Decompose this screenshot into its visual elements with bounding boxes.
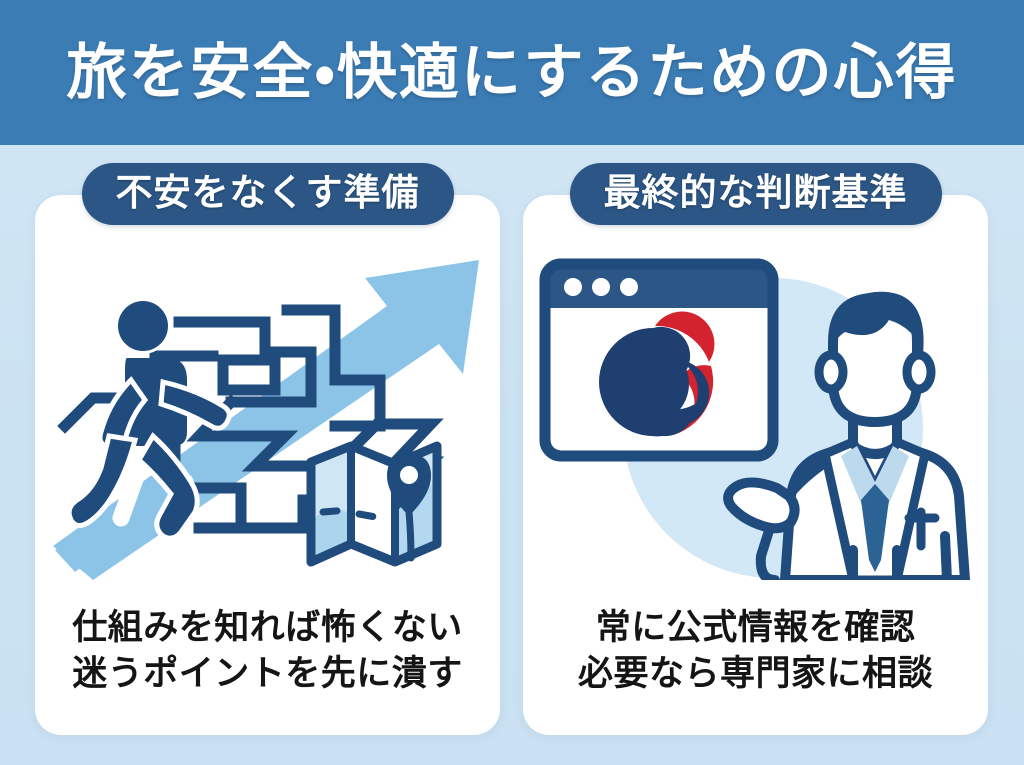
illustration-walking-maze [35, 250, 500, 580]
cards-container: 不安をなくす準備 [0, 145, 1024, 765]
caption-line: 仕組みを知れば怖くない [72, 607, 463, 647]
upward-arrow-icon [53, 260, 479, 580]
taegeuk-emblem-icon [599, 311, 715, 437]
caption-line: 常に公式情報を確認 [595, 607, 916, 647]
caption-line: 迷うポイントを先に潰す [72, 653, 463, 693]
expert-person-icon [723, 291, 970, 580]
caption-line: 必要なら専門家に相談 [577, 653, 933, 693]
page-title: 旅を安全・快適にするための心得 [66, 38, 958, 106]
card-caption-right: 常に公式情報を確認 必要なら専門家に相談 [523, 605, 988, 697]
card-caption-left: 仕組みを知れば怖くない 迷うポイントを先に潰す [35, 605, 500, 697]
folded-map-icon [306, 441, 442, 567]
card-preparation: 不安をなくす準備 [35, 163, 500, 735]
walking-person-icon [66, 298, 232, 545]
card-official-info: 最終的な判断基準 [523, 163, 988, 735]
card-badge-right: 最終的な判断基準 [569, 163, 942, 225]
header-bar: 旅を安全・快適にするための心得 [0, 0, 1024, 145]
card-badge-left: 不安をなくす準備 [81, 163, 454, 225]
illustration-browser-expert [523, 250, 988, 580]
location-pin-icon [387, 454, 431, 516]
browser-window-icon [539, 258, 779, 462]
